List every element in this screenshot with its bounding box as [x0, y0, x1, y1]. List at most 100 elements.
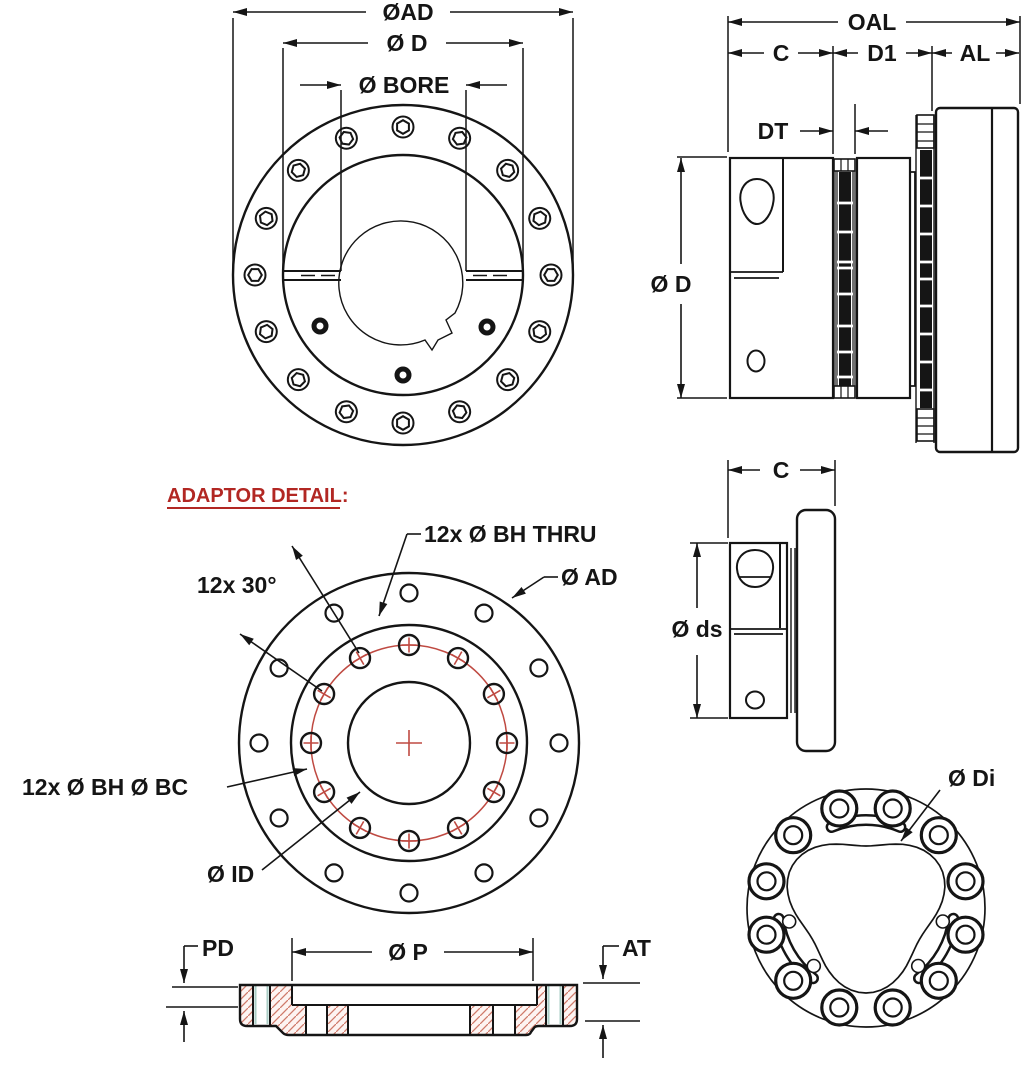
label-detail-ad: Ø AD	[561, 564, 618, 590]
label-di: Ø Di	[948, 765, 995, 791]
dim-label-al: AL	[960, 40, 991, 66]
bolt-hole	[348, 816, 372, 840]
dim-label-ds: Ø ds	[671, 616, 722, 642]
section-extension-lines	[166, 938, 640, 1022]
bolt-hole-cross	[487, 687, 501, 701]
detail-center-cross	[396, 730, 422, 756]
hex-bolt	[539, 263, 563, 287]
bolt-hole	[397, 829, 421, 853]
outer-hole	[269, 808, 289, 828]
hex-bolt	[254, 206, 278, 230]
element-generated	[747, 789, 985, 1027]
bolt-hole-cross	[451, 651, 465, 665]
hex-bolt	[334, 126, 358, 150]
bolt-hole	[397, 633, 421, 657]
bolt-hole	[482, 682, 506, 706]
section-outline	[238, 983, 579, 1037]
dim-label-d1: D1	[867, 40, 897, 66]
element-bushing-bore	[783, 825, 804, 846]
dim-label-dt: DT	[758, 118, 789, 144]
label-id: Ø ID	[207, 861, 254, 887]
outer-hole	[529, 658, 549, 678]
detail-outer-circle	[237, 571, 581, 915]
detail-bore-circle	[346, 680, 472, 806]
element-view: Ø Di	[746, 765, 995, 1028]
element-bushing-bore	[955, 924, 976, 945]
outer-hole	[399, 883, 419, 903]
bolt-hole	[482, 780, 506, 804]
hex-bolt	[528, 206, 552, 230]
hex-bolt	[243, 263, 267, 287]
outer-hole	[549, 733, 569, 753]
side-hub1-split	[730, 271, 783, 279]
side-spacer-lip	[910, 171, 916, 387]
outer-hole	[324, 603, 344, 623]
element-keyhole	[806, 958, 822, 974]
element-bushing-bore	[955, 871, 976, 892]
outer-hole	[474, 863, 494, 883]
element-inner-profile	[786, 843, 946, 994]
front-clamp-screw-dots	[311, 317, 496, 384]
section-view: Ø P PD AT	[166, 935, 651, 1058]
outer-hole	[324, 863, 344, 883]
bolt-hole-cross	[401, 637, 417, 653]
hub-flange-view: C Ø ds	[671, 457, 837, 753]
hub-pilot-lines	[790, 548, 796, 713]
dim-label-d: Ø D	[387, 30, 428, 56]
element-bushing-bore	[882, 798, 903, 819]
outer-hole	[399, 583, 419, 603]
bolt-hole-cross	[353, 651, 367, 665]
side-pack2-bolt-bottom	[916, 408, 935, 442]
side-pack1-bolt-top	[833, 158, 856, 172]
section-hatching	[240, 985, 577, 1035]
bolt-hole-cross	[487, 785, 501, 799]
detail-boss-circle	[289, 623, 529, 863]
side-pack1-discs	[839, 172, 851, 388]
label-pd: PD	[202, 935, 234, 961]
dim-label-hub-c: C	[773, 457, 790, 483]
hub-keyhole	[735, 548, 775, 589]
side-adaptor-plate	[934, 106, 1020, 454]
bolt-hole-cross	[401, 833, 417, 849]
side-pack1-washers	[834, 170, 856, 390]
element-bushing-bore	[928, 970, 949, 991]
hex-bolt	[334, 400, 358, 424]
side-hub1-setscrew	[746, 349, 766, 373]
front-extension-lines	[232, 18, 574, 271]
element-bushing-bore	[928, 825, 949, 846]
outer-hole	[529, 808, 549, 828]
front-view: ØAD Ø D Ø BORE	[231, 0, 575, 447]
element-keyhole	[781, 914, 797, 929]
front-bolt-circle	[243, 115, 563, 435]
bolt-hole-cross	[303, 735, 319, 751]
hub-extension-lines	[690, 460, 836, 719]
bolt-hole-cross	[499, 735, 515, 751]
dim-label-bore: Ø BORE	[359, 72, 450, 98]
detail-holes	[249, 583, 569, 903]
side-hub1-keyhole	[739, 177, 775, 226]
bolt-hole	[312, 682, 336, 706]
bolt-hole	[495, 731, 519, 755]
front-hub-circle	[281, 153, 525, 397]
hex-bolt	[286, 368, 310, 392]
bolt-hole	[348, 646, 372, 670]
hex-bolt	[286, 158, 310, 182]
side-pack1-bolt-bottom	[833, 385, 856, 399]
front-split-lines	[283, 270, 523, 281]
element-bushing-bore	[756, 871, 777, 892]
dim-label-p: Ø P	[388, 939, 428, 965]
label-at: AT	[622, 935, 651, 961]
dim-label-ad: ØAD	[382, 0, 433, 25]
bolt-hole-cross	[353, 821, 367, 835]
side-view: OAL C D1 AL DT Ø D	[651, 9, 1021, 454]
bolt-hole	[446, 816, 470, 840]
bolt-hole-cross	[317, 785, 331, 799]
label-angle: 12x 30°	[197, 572, 277, 598]
element-keyhole	[935, 914, 951, 929]
label-bh-thru: 12x Ø BH THRU	[424, 521, 597, 547]
section-inner-lines	[252, 985, 564, 1035]
section-teal-edges	[254, 986, 562, 1024]
element-bushing-bore	[882, 997, 903, 1018]
